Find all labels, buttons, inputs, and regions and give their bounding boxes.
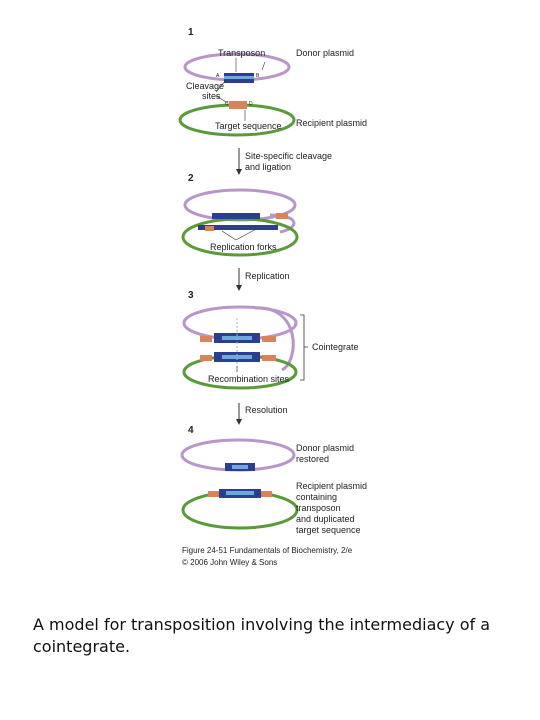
recipient-final-line5: target sequence bbox=[296, 525, 361, 535]
replication-forks-label: Replication forks bbox=[210, 242, 277, 252]
transposition-diagram: 1 A B Transposon Donor plasmid Cleavage … bbox=[178, 27, 367, 567]
donor-restored-line1: Donor plasmid bbox=[296, 443, 354, 453]
panel-1: 1 A B Transposon Donor plasmid Cleavage … bbox=[178, 27, 367, 137]
recipient-final-line3: transposon bbox=[296, 503, 341, 513]
panel-2: 2 Replication forks bbox=[181, 173, 299, 257]
step-number-4: 4 bbox=[188, 425, 194, 436]
step-number-1: 1 bbox=[188, 27, 194, 38]
target-lower-right bbox=[262, 355, 276, 361]
panel-4: 4 Donor plasmid restored Recipient plasm… bbox=[180, 425, 367, 535]
dup-target-left bbox=[208, 491, 219, 497]
transposon-strand-2 bbox=[198, 225, 278, 230]
figure-credit-line1: Figure 24-51 Fundamentals of Biochemistr… bbox=[182, 546, 353, 555]
recipient-final-line4: and duplicated bbox=[296, 514, 355, 524]
step-number-3: 3 bbox=[188, 290, 194, 301]
target-lower-left bbox=[200, 355, 212, 361]
replication-fork-lines bbox=[221, 228, 257, 241]
cointegrate-bracket bbox=[300, 314, 308, 381]
recipient-plasmid-label: Recipient plasmid bbox=[296, 118, 367, 128]
recipient-final-line2: containing bbox=[296, 492, 337, 502]
target-sequence-label: Target sequence bbox=[215, 121, 282, 131]
transposon-stripe-1 bbox=[224, 76, 254, 79]
mark-a: A bbox=[216, 73, 220, 79]
inserted-transposon-4-stripe bbox=[226, 491, 254, 495]
target-sequence-block-1 bbox=[229, 101, 247, 109]
recipient-final-line1: Recipient plasmid bbox=[296, 481, 367, 491]
transposon-label: Transposon bbox=[218, 48, 265, 58]
donor-plasmid-label: Donor plasmid bbox=[296, 48, 354, 58]
donor-restored-line2: restored bbox=[296, 454, 329, 464]
transposon-copy-lower-stripe bbox=[222, 355, 252, 359]
cleavage-leader-1 bbox=[215, 79, 227, 93]
cointegrate-label: Cointegrate bbox=[312, 342, 359, 352]
dup-target-right bbox=[261, 491, 272, 497]
cleavage-label-line1: Cleavage bbox=[186, 81, 224, 91]
cleavage-leader-2 bbox=[215, 95, 229, 104]
mark-b: B bbox=[256, 73, 260, 79]
mark-c: C bbox=[225, 101, 229, 107]
arrow1-label-line2: and ligation bbox=[245, 162, 291, 172]
arrow1-label-line1: Site-specific cleavage bbox=[245, 151, 332, 161]
mark-d: D bbox=[249, 101, 253, 107]
target-left-2 bbox=[205, 226, 214, 231]
cointegrate-outer-loop bbox=[254, 306, 295, 372]
panel-3: 3 Cointegrate Recombination sites bbox=[182, 290, 359, 390]
cleavage-label-line2: sites bbox=[202, 91, 221, 101]
target-upper-left bbox=[200, 336, 212, 342]
cleavage-pointer-b bbox=[261, 61, 266, 71]
figure-credit-line2: © 2006 John Wiley & Sons bbox=[182, 558, 277, 567]
recombination-sites-label: Recombination sites bbox=[208, 374, 290, 384]
donor-transposon-4-stripe bbox=[232, 465, 248, 469]
figure-caption: A model for transposition involving the … bbox=[33, 615, 491, 656]
step-number-2: 2 bbox=[188, 173, 194, 184]
arrow2-label: Replication bbox=[245, 271, 290, 281]
arrow3-label: Resolution bbox=[245, 405, 288, 415]
target-upper-right bbox=[262, 336, 276, 342]
transposon-block-2 bbox=[212, 213, 260, 219]
target-right-2 bbox=[276, 213, 288, 219]
